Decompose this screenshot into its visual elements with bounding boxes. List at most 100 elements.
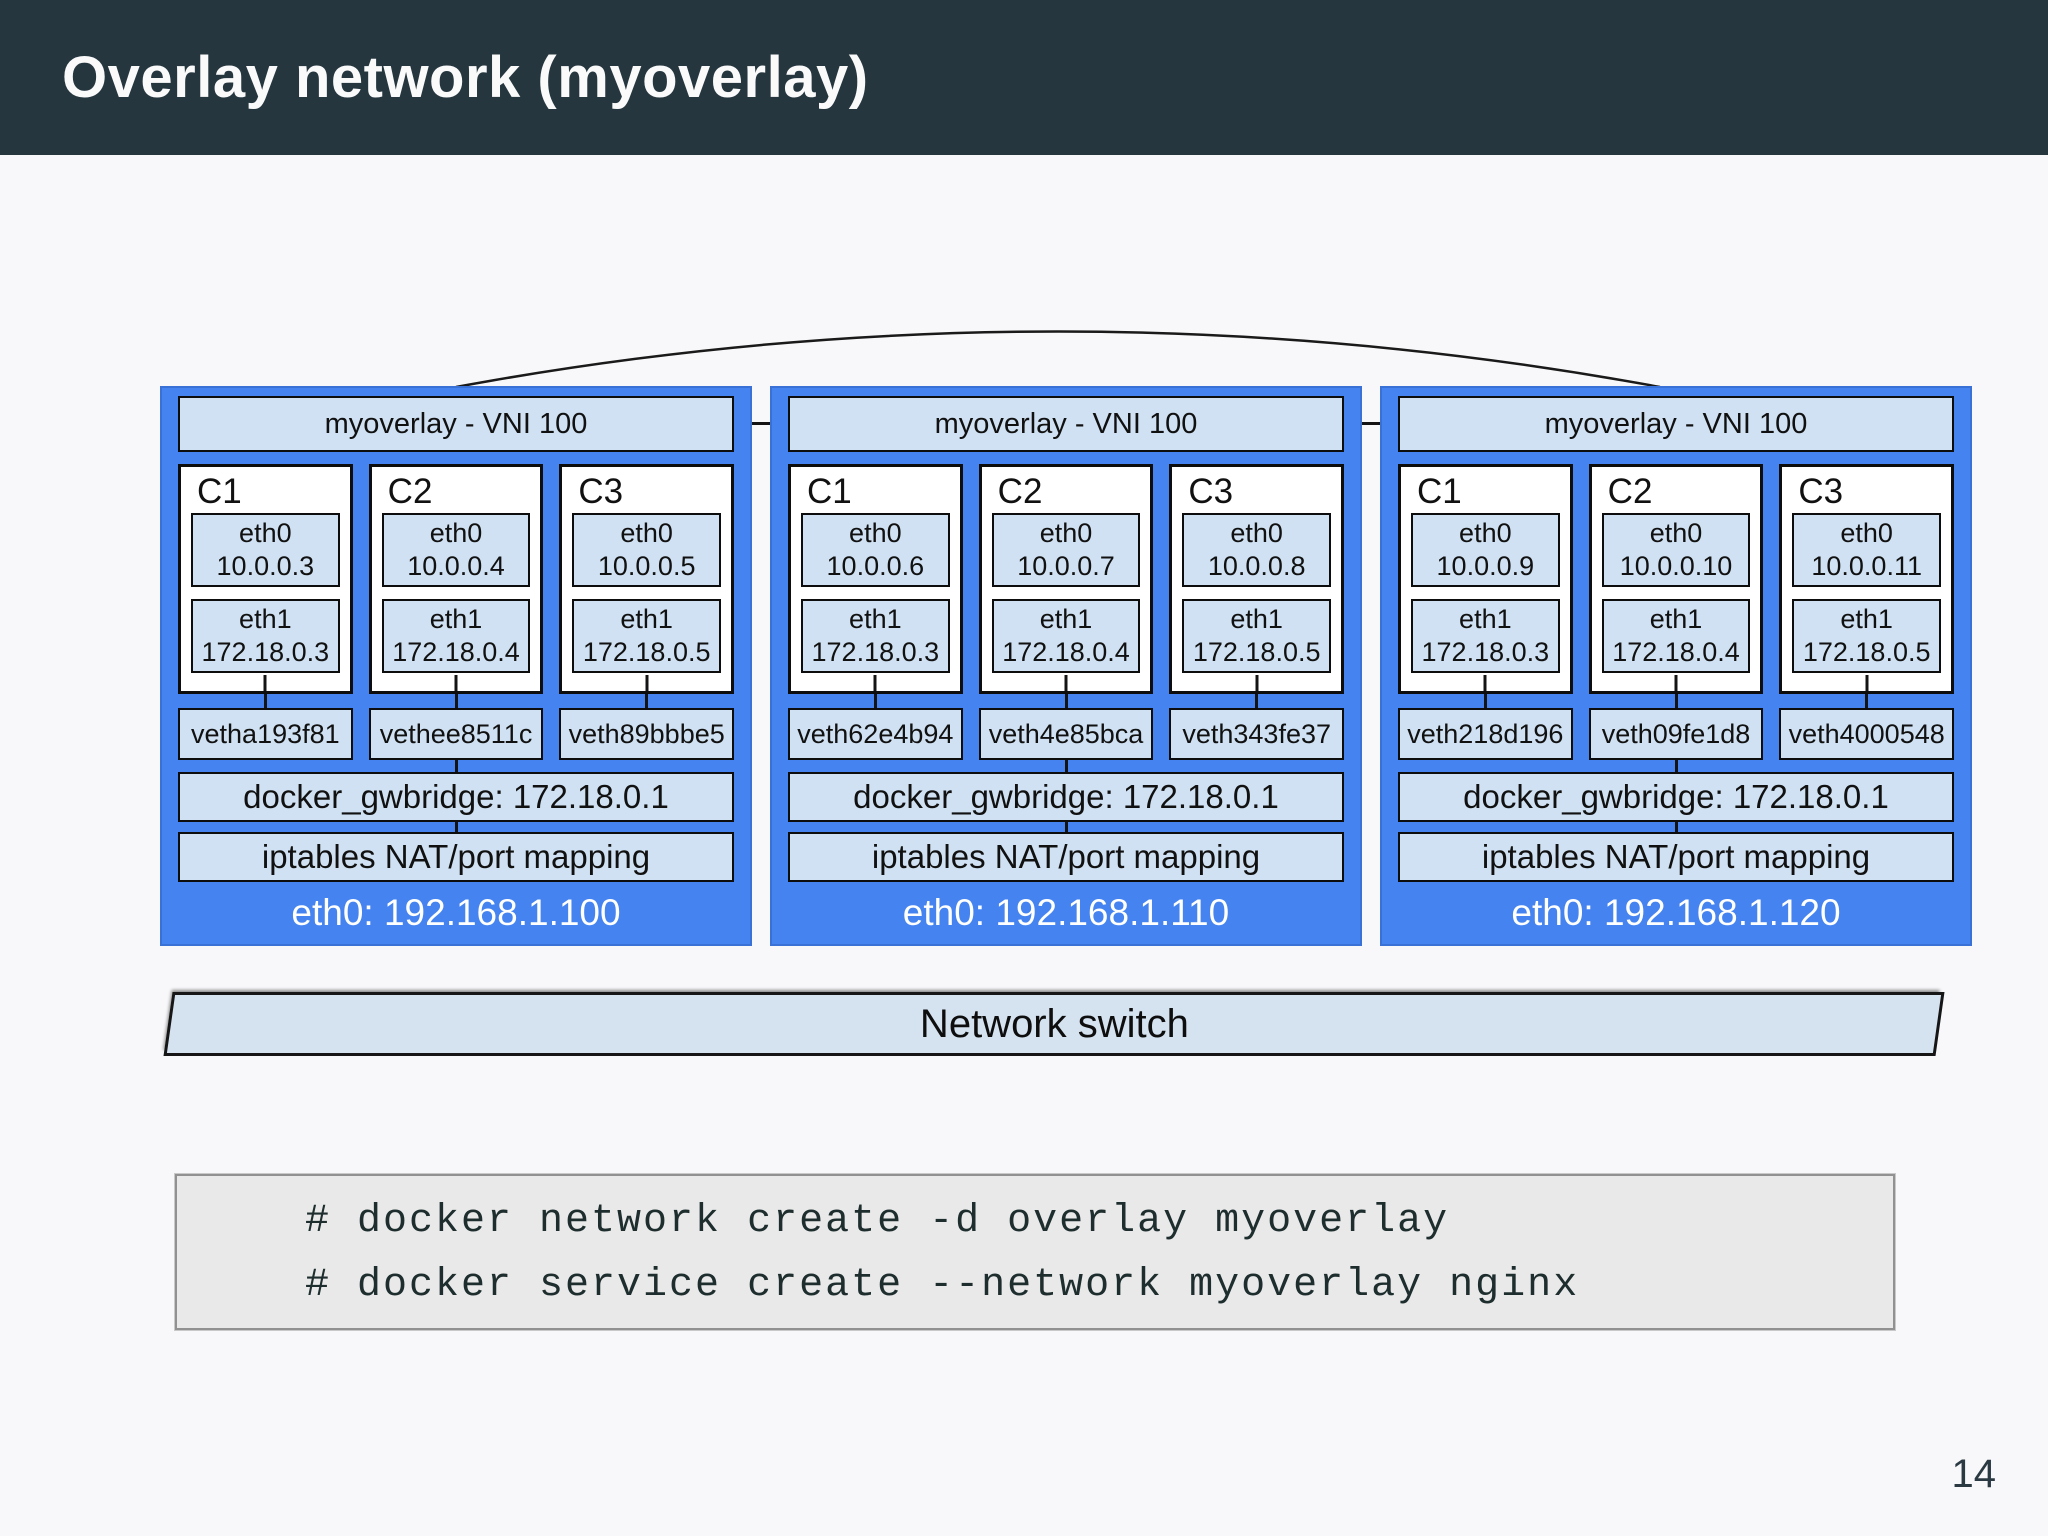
interface-ip: 172.18.0.3 [811, 637, 940, 667]
hosts-row: myoverlay - VNI 100 C1 eth0 10.0.0.3 eth… [160, 386, 1972, 946]
veth-box: veth89bbbe5 [559, 708, 735, 760]
container-label: C3 [1798, 472, 1844, 511]
container-box-c3: C3 eth0 10.0.0.5 eth1 172.18.0.5 [559, 464, 735, 694]
interface-ip: 172.18.0.5 [582, 637, 711, 667]
gwbridge-box: docker_gwbridge: 172.18.0.1 [178, 772, 734, 822]
container-box-c1: C1 eth0 10.0.0.9 eth1 172.18.0.3 [1398, 464, 1573, 694]
container-box-c3: C3 eth0 10.0.0.11 eth1 172.18.0.5 [1779, 464, 1955, 694]
code-line-2: # docker service create --network myover… [305, 1263, 1580, 1308]
host-eth0-label: eth0: 192.168.1.100 [291, 892, 621, 933]
iptables-box: iptables NAT/port mapping [1398, 832, 1954, 882]
veth-connector-line [873, 694, 877, 708]
interface-ip: 10.0.0.5 [597, 551, 696, 581]
host-eth0-label: eth0: 192.168.1.120 [1511, 892, 1841, 933]
interface-ip: 172.18.0.5 [1192, 637, 1321, 667]
vni-link-line-1 [722, 422, 798, 425]
interface-name: eth0 [1230, 518, 1283, 548]
interface-ip: 172.18.0.3 [201, 637, 330, 667]
eth0-interface-box: eth0 10.0.0.3 [191, 513, 340, 587]
eth0-interface-box: eth0 10.0.0.4 [381, 513, 531, 587]
docker-host-2: myoverlay - VNI 100 C1 eth0 10.0.0.6 eth… [770, 386, 1362, 946]
veth-box: veth4000548 [1779, 708, 1955, 760]
containers-row: C1 eth0 10.0.0.6 eth1 172.18.0.3 veth62e… [788, 464, 1345, 760]
network-switch: Network switch [163, 992, 1945, 1056]
interface-ip: 10.0.0.9 [1436, 551, 1535, 581]
gwbridge-connector-line [1674, 760, 1678, 772]
eth0-interface-box: eth0 10.0.0.5 [572, 513, 722, 587]
eth0-interface-box: eth0 10.0.0.9 [1411, 513, 1560, 587]
veth-connector-line [1064, 694, 1068, 708]
eth0-interface-box: eth0 10.0.0.6 [801, 513, 950, 587]
gwbridge-box: docker_gwbridge: 172.18.0.1 [788, 772, 1344, 822]
interface-ip: 10.0.0.6 [826, 551, 925, 581]
eth1-interface-box: eth1 172.18.0.4 [991, 599, 1141, 673]
container-box-c1: C1 eth0 10.0.0.6 eth1 172.18.0.3 [788, 464, 963, 694]
interface-name: eth1 [1039, 604, 1093, 634]
interface-ip: 172.18.0.4 [392, 637, 520, 667]
container-column: C3 eth0 10.0.0.11 eth1 172.18.0.5 veth40… [1779, 464, 1955, 760]
interface-name: eth1 [620, 604, 673, 634]
interface-ip: 10.0.0.11 [1811, 551, 1922, 581]
interface-name: eth0 [1459, 518, 1512, 548]
veth-connector-line [645, 694, 649, 708]
container-box-c3: C3 eth0 10.0.0.8 eth1 172.18.0.5 [1169, 464, 1345, 694]
container-box-c2: C2 eth0 10.0.0.4 eth1 172.18.0.4 [368, 464, 544, 694]
eth0-interface-box: eth0 10.0.0.7 [991, 513, 1141, 587]
eth1-interface-box: eth1 172.18.0.5 [1182, 599, 1332, 673]
docker-host-1: myoverlay - VNI 100 C1 eth0 10.0.0.3 eth… [160, 386, 752, 946]
container-column: C3 eth0 10.0.0.5 eth1 172.18.0.5 veth89b… [559, 464, 735, 760]
veth-connector-line [1483, 694, 1487, 708]
interface-name: eth1 [1459, 604, 1512, 634]
iptables-connector-line [1064, 822, 1068, 832]
gwbridge-connector-line [454, 760, 458, 772]
interface-name: eth1 [849, 604, 902, 634]
code-block: # docker network create -d overlay myove… [175, 1174, 1895, 1330]
container-column: C2 eth0 10.0.0.4 eth1 172.18.0.4 vethee8… [368, 464, 544, 760]
veth-connector-line [454, 694, 458, 708]
interface-ip: 172.18.0.3 [1421, 637, 1550, 667]
eth1-interface-box: eth1 172.18.0.3 [801, 599, 950, 673]
container-label: C2 [997, 472, 1043, 511]
veth-connector-line [1865, 694, 1869, 708]
slide-title-bar: Overlay network (myoverlay) [0, 0, 2048, 155]
vni-link-line-2 [1334, 422, 1410, 425]
docker-host-3: myoverlay - VNI 100 C1 eth0 10.0.0.9 eth… [1380, 386, 1972, 946]
vni-label-box: myoverlay - VNI 100 [1398, 396, 1954, 452]
iptables-box: iptables NAT/port mapping [788, 832, 1344, 882]
veth-box: veth4e85bca [978, 708, 1154, 760]
interface-name: eth0 [1039, 518, 1093, 548]
containers-row: C1 eth0 10.0.0.3 eth1 172.18.0.3 vetha19… [178, 464, 735, 760]
gwbridge-box: docker_gwbridge: 172.18.0.1 [1398, 772, 1954, 822]
veth-box: veth343fe37 [1169, 708, 1345, 760]
container-label: C3 [578, 472, 624, 511]
iptables-connector-line [454, 822, 458, 832]
interface-ip: 10.0.0.4 [407, 551, 505, 581]
eth1-interface-box: eth1 172.18.0.3 [1411, 599, 1560, 673]
container-label: C2 [387, 472, 433, 511]
eth1-interface-box: eth1 172.18.0.3 [191, 599, 340, 673]
veth-box: veth09fe1d8 [1588, 708, 1764, 760]
interface-name: eth0 [620, 518, 673, 548]
vni-label-box: myoverlay - VNI 100 [178, 396, 734, 452]
iptables-connector-line [1674, 822, 1678, 832]
container-box-c2: C2 eth0 10.0.0.10 eth1 172.18.0.4 [1588, 464, 1764, 694]
container-column: C2 eth0 10.0.0.10 eth1 172.18.0.4 veth09… [1588, 464, 1764, 760]
container-column: C3 eth0 10.0.0.8 eth1 172.18.0.5 veth343… [1169, 464, 1345, 760]
interface-ip: 10.0.0.10 [1619, 551, 1733, 581]
container-box-c2: C2 eth0 10.0.0.7 eth1 172.18.0.4 [978, 464, 1154, 694]
veth-box: veth218d196 [1398, 708, 1573, 760]
interface-name: eth0 [239, 518, 292, 548]
veth-box: vethee8511c [368, 708, 544, 760]
veth-connector-line [1674, 694, 1678, 708]
eth1-interface-box: eth1 172.18.0.5 [572, 599, 722, 673]
host-eth0-label: eth0: 192.168.1.110 [902, 892, 1230, 933]
interface-name: eth1 [1649, 604, 1703, 634]
container-box-c1: C1 eth0 10.0.0.3 eth1 172.18.0.3 [178, 464, 353, 694]
interface-name: eth0 [1649, 518, 1703, 548]
eth0-interface-box: eth0 10.0.0.10 [1601, 513, 1751, 587]
container-label: C2 [1607, 472, 1653, 511]
page-number: 14 [1951, 1452, 1997, 1496]
interface-name: eth1 [429, 604, 483, 634]
container-column: C1 eth0 10.0.0.6 eth1 172.18.0.3 veth62e… [788, 464, 963, 760]
veth-connector-line [1255, 694, 1259, 708]
